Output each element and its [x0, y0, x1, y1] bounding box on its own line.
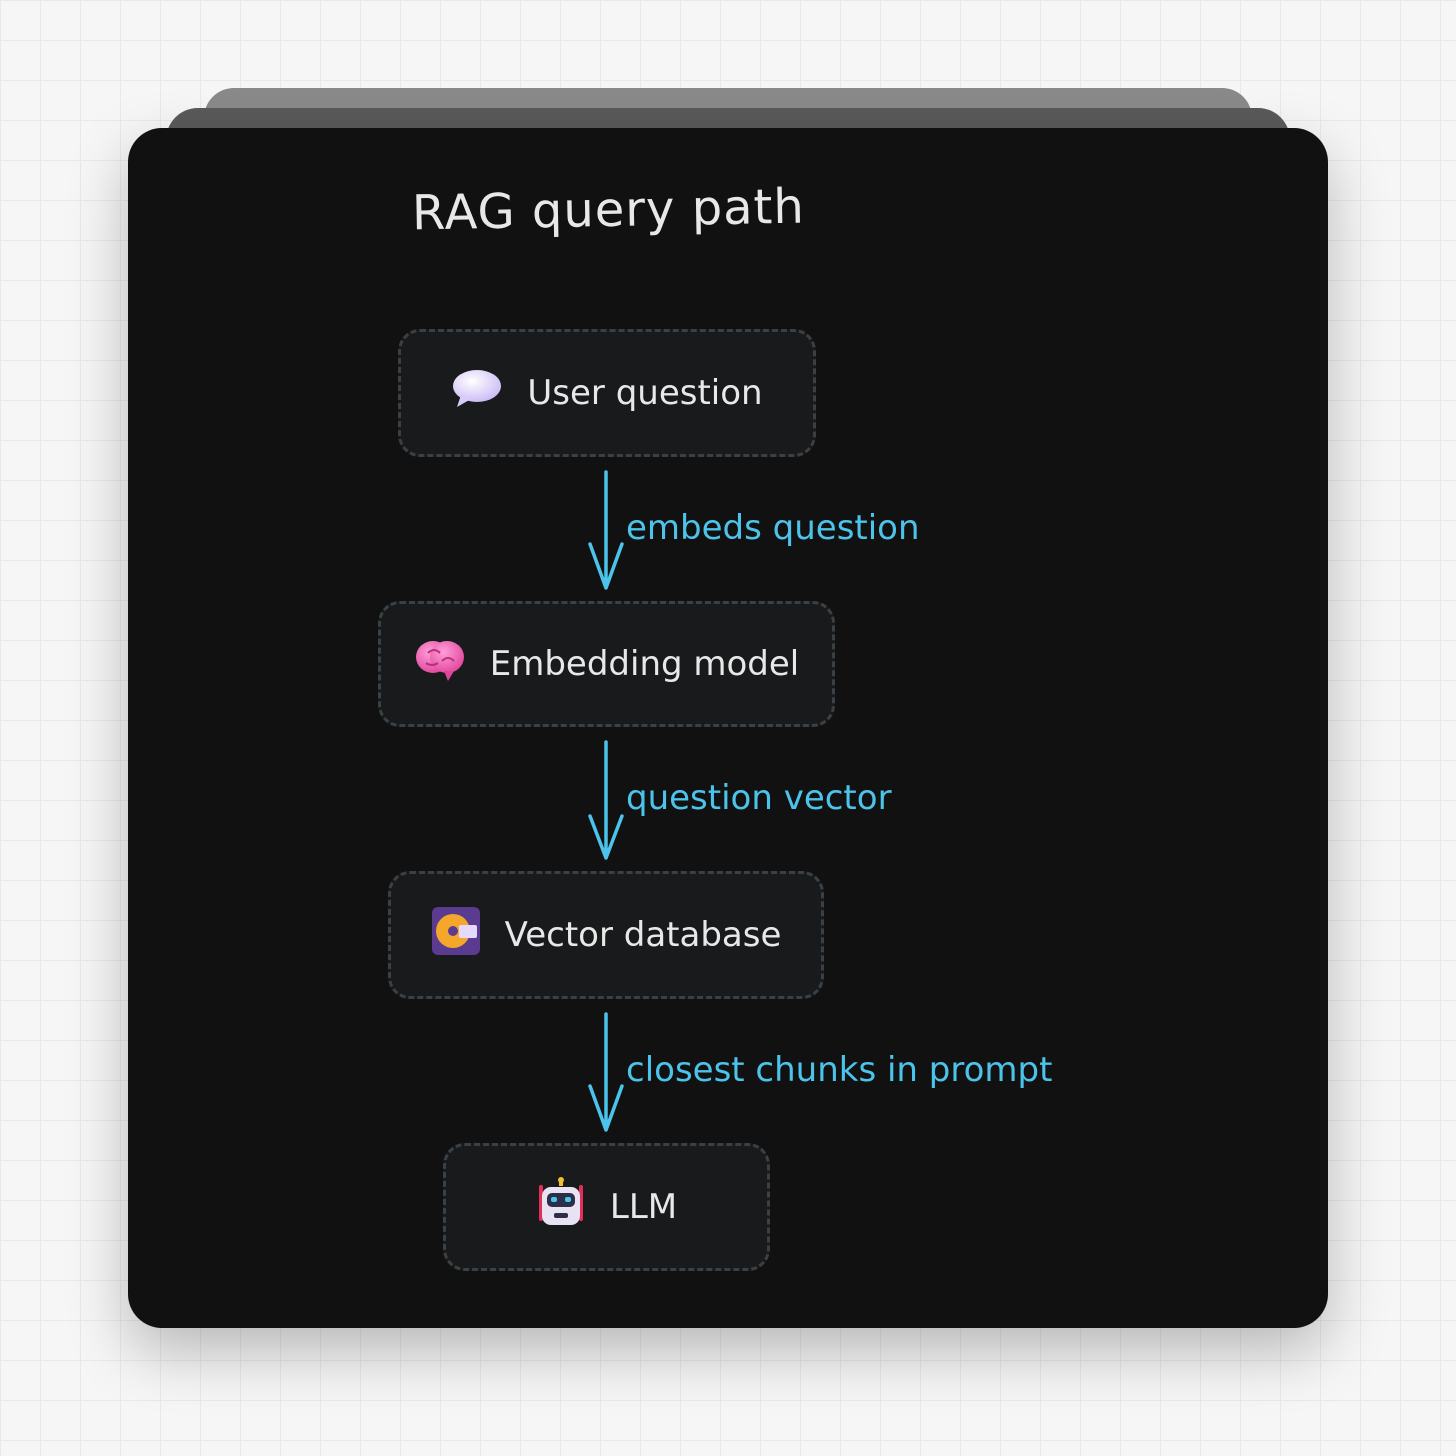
- edge-arrow-1: [588, 470, 624, 590]
- node-llm: LLM: [443, 1143, 770, 1271]
- node-vector-database: Vector database: [388, 871, 824, 999]
- database-icon: [431, 906, 481, 965]
- node-label: User question: [527, 373, 763, 413]
- node-label: LLM: [609, 1187, 678, 1227]
- edge-label-question-vector: question vector: [626, 778, 892, 818]
- edge-label-embeds-question: embeds question: [626, 508, 920, 548]
- diagram-card: [128, 128, 1328, 1328]
- brain-icon: [414, 635, 466, 694]
- speech-bubble-icon: [451, 367, 503, 420]
- node-label: Vector database: [504, 915, 782, 955]
- node-user-question: User question: [398, 329, 816, 457]
- edge-arrow-2: [588, 740, 624, 860]
- robot-icon: [536, 1176, 586, 1238]
- edge-label-closest-chunks: closest chunks in prompt: [626, 1050, 1053, 1090]
- edge-arrow-3: [588, 1012, 624, 1132]
- node-label: Embedding model: [489, 644, 800, 684]
- node-embedding-model: Embedding model: [378, 601, 835, 727]
